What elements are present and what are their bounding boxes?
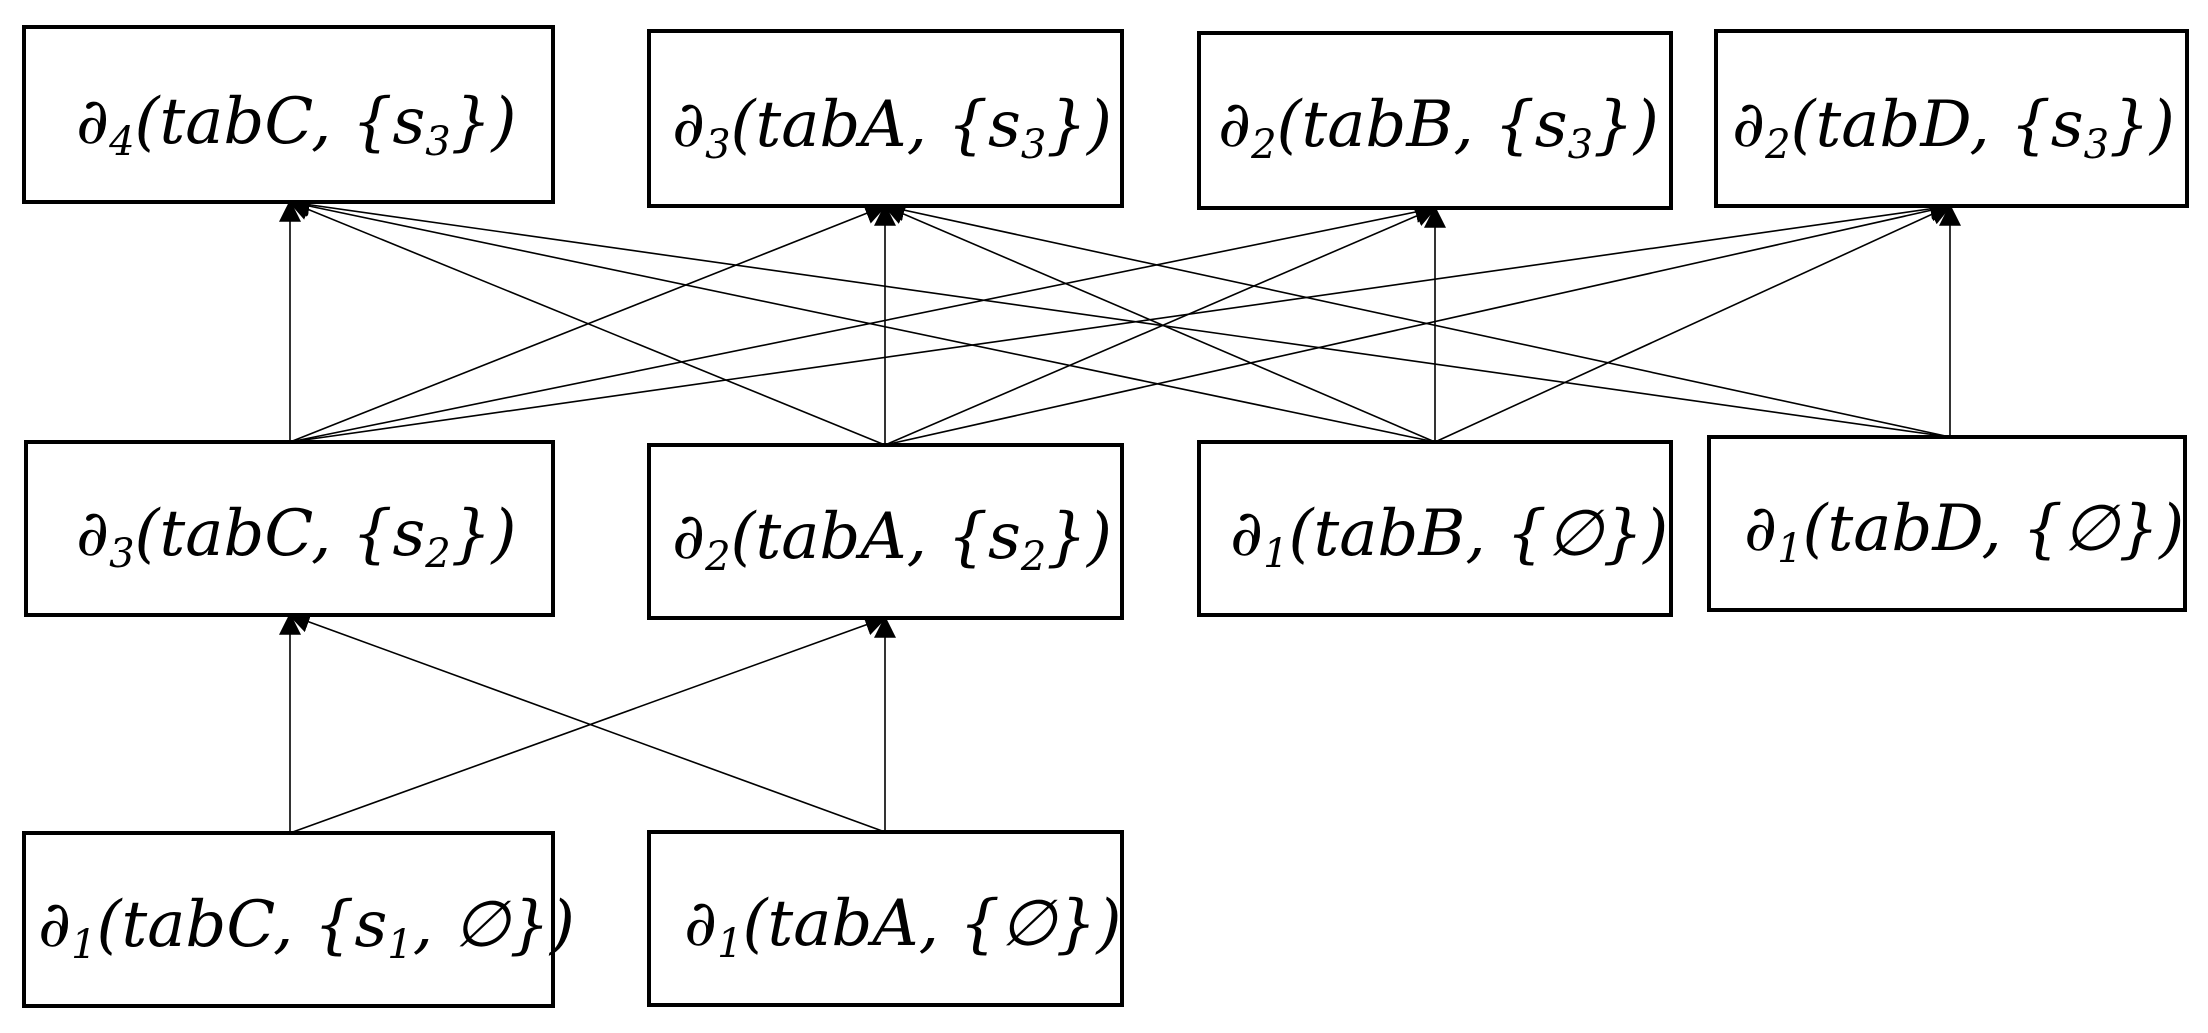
node-d4-tabC-s3: ∂4(tabC, {s3}) bbox=[22, 25, 555, 204]
node-d3-tabC-s2: ∂3(tabC, {s2}) bbox=[24, 440, 555, 617]
node-label: ∂4(tabC, {s3}) bbox=[76, 85, 516, 165]
node-box bbox=[1707, 435, 2187, 612]
edge-arrow bbox=[882, 203, 1436, 443]
edge-arrow bbox=[289, 614, 888, 834]
node-box bbox=[647, 443, 1124, 620]
node-d2-tabB-s3: ∂2(tabB, {s3}) bbox=[1197, 31, 1673, 210]
edge-arrow bbox=[1434, 204, 1953, 443]
edge-arrow bbox=[289, 201, 1438, 443]
node-d1-tabD-empty: ∂1(tabD, {∅}) bbox=[1707, 435, 2187, 612]
edge-arrow bbox=[287, 611, 886, 833]
edge-arrow bbox=[882, 199, 1951, 438]
node-box bbox=[1197, 31, 1673, 210]
node-label: ∂1(tabD, {∅}) bbox=[1744, 492, 2184, 572]
node-label: ∂3(tabC, {s2}) bbox=[76, 497, 516, 577]
node-box bbox=[24, 440, 555, 617]
node-d1-tabA-empty: ∂1(tabA, {∅}) bbox=[647, 830, 1124, 1007]
edges-layer bbox=[279, 193, 1961, 834]
node-label: ∂2(tabD, {s3}) bbox=[1732, 88, 2175, 168]
node-label: ∂2(tabB, {s3}) bbox=[1218, 88, 1659, 168]
edge-arrow bbox=[287, 199, 886, 446]
node-d3-tabA-s3: ∂3(tabA, {s3}) bbox=[647, 29, 1124, 208]
node-d2-tabA-s2: ∂2(tabA, {s2}) bbox=[647, 443, 1124, 620]
node-label: ∂1(tabA, {∅}) bbox=[684, 887, 1121, 967]
node-box bbox=[22, 25, 555, 204]
node-d2-tabD-s3: ∂2(tabD, {s3}) bbox=[1714, 29, 2189, 208]
node-box bbox=[647, 29, 1124, 208]
node-box bbox=[22, 831, 555, 1008]
edge-arrow bbox=[287, 195, 1436, 443]
edge-arrow bbox=[287, 193, 1951, 438]
node-box bbox=[647, 830, 1124, 1007]
edge-arrow bbox=[289, 197, 1953, 443]
node-label: ∂1(tabC, {s1, ∅}) bbox=[38, 888, 575, 968]
node-box bbox=[1197, 440, 1673, 617]
node-d1-tabC-s1-empty: ∂1(tabC, {s1, ∅}) bbox=[22, 831, 575, 1008]
node-label: ∂3(tabA, {s3}) bbox=[672, 88, 1112, 168]
node-box bbox=[1714, 29, 2189, 208]
edge-arrow bbox=[884, 199, 1953, 446]
node-label: ∂2(tabA, {s2}) bbox=[672, 500, 1112, 580]
node-d1-tabB-empty: ∂1(tabB, {∅}) bbox=[1197, 440, 1673, 617]
edge-arrow bbox=[884, 205, 1438, 446]
node-label: ∂1(tabB, {∅}) bbox=[1230, 497, 1668, 577]
